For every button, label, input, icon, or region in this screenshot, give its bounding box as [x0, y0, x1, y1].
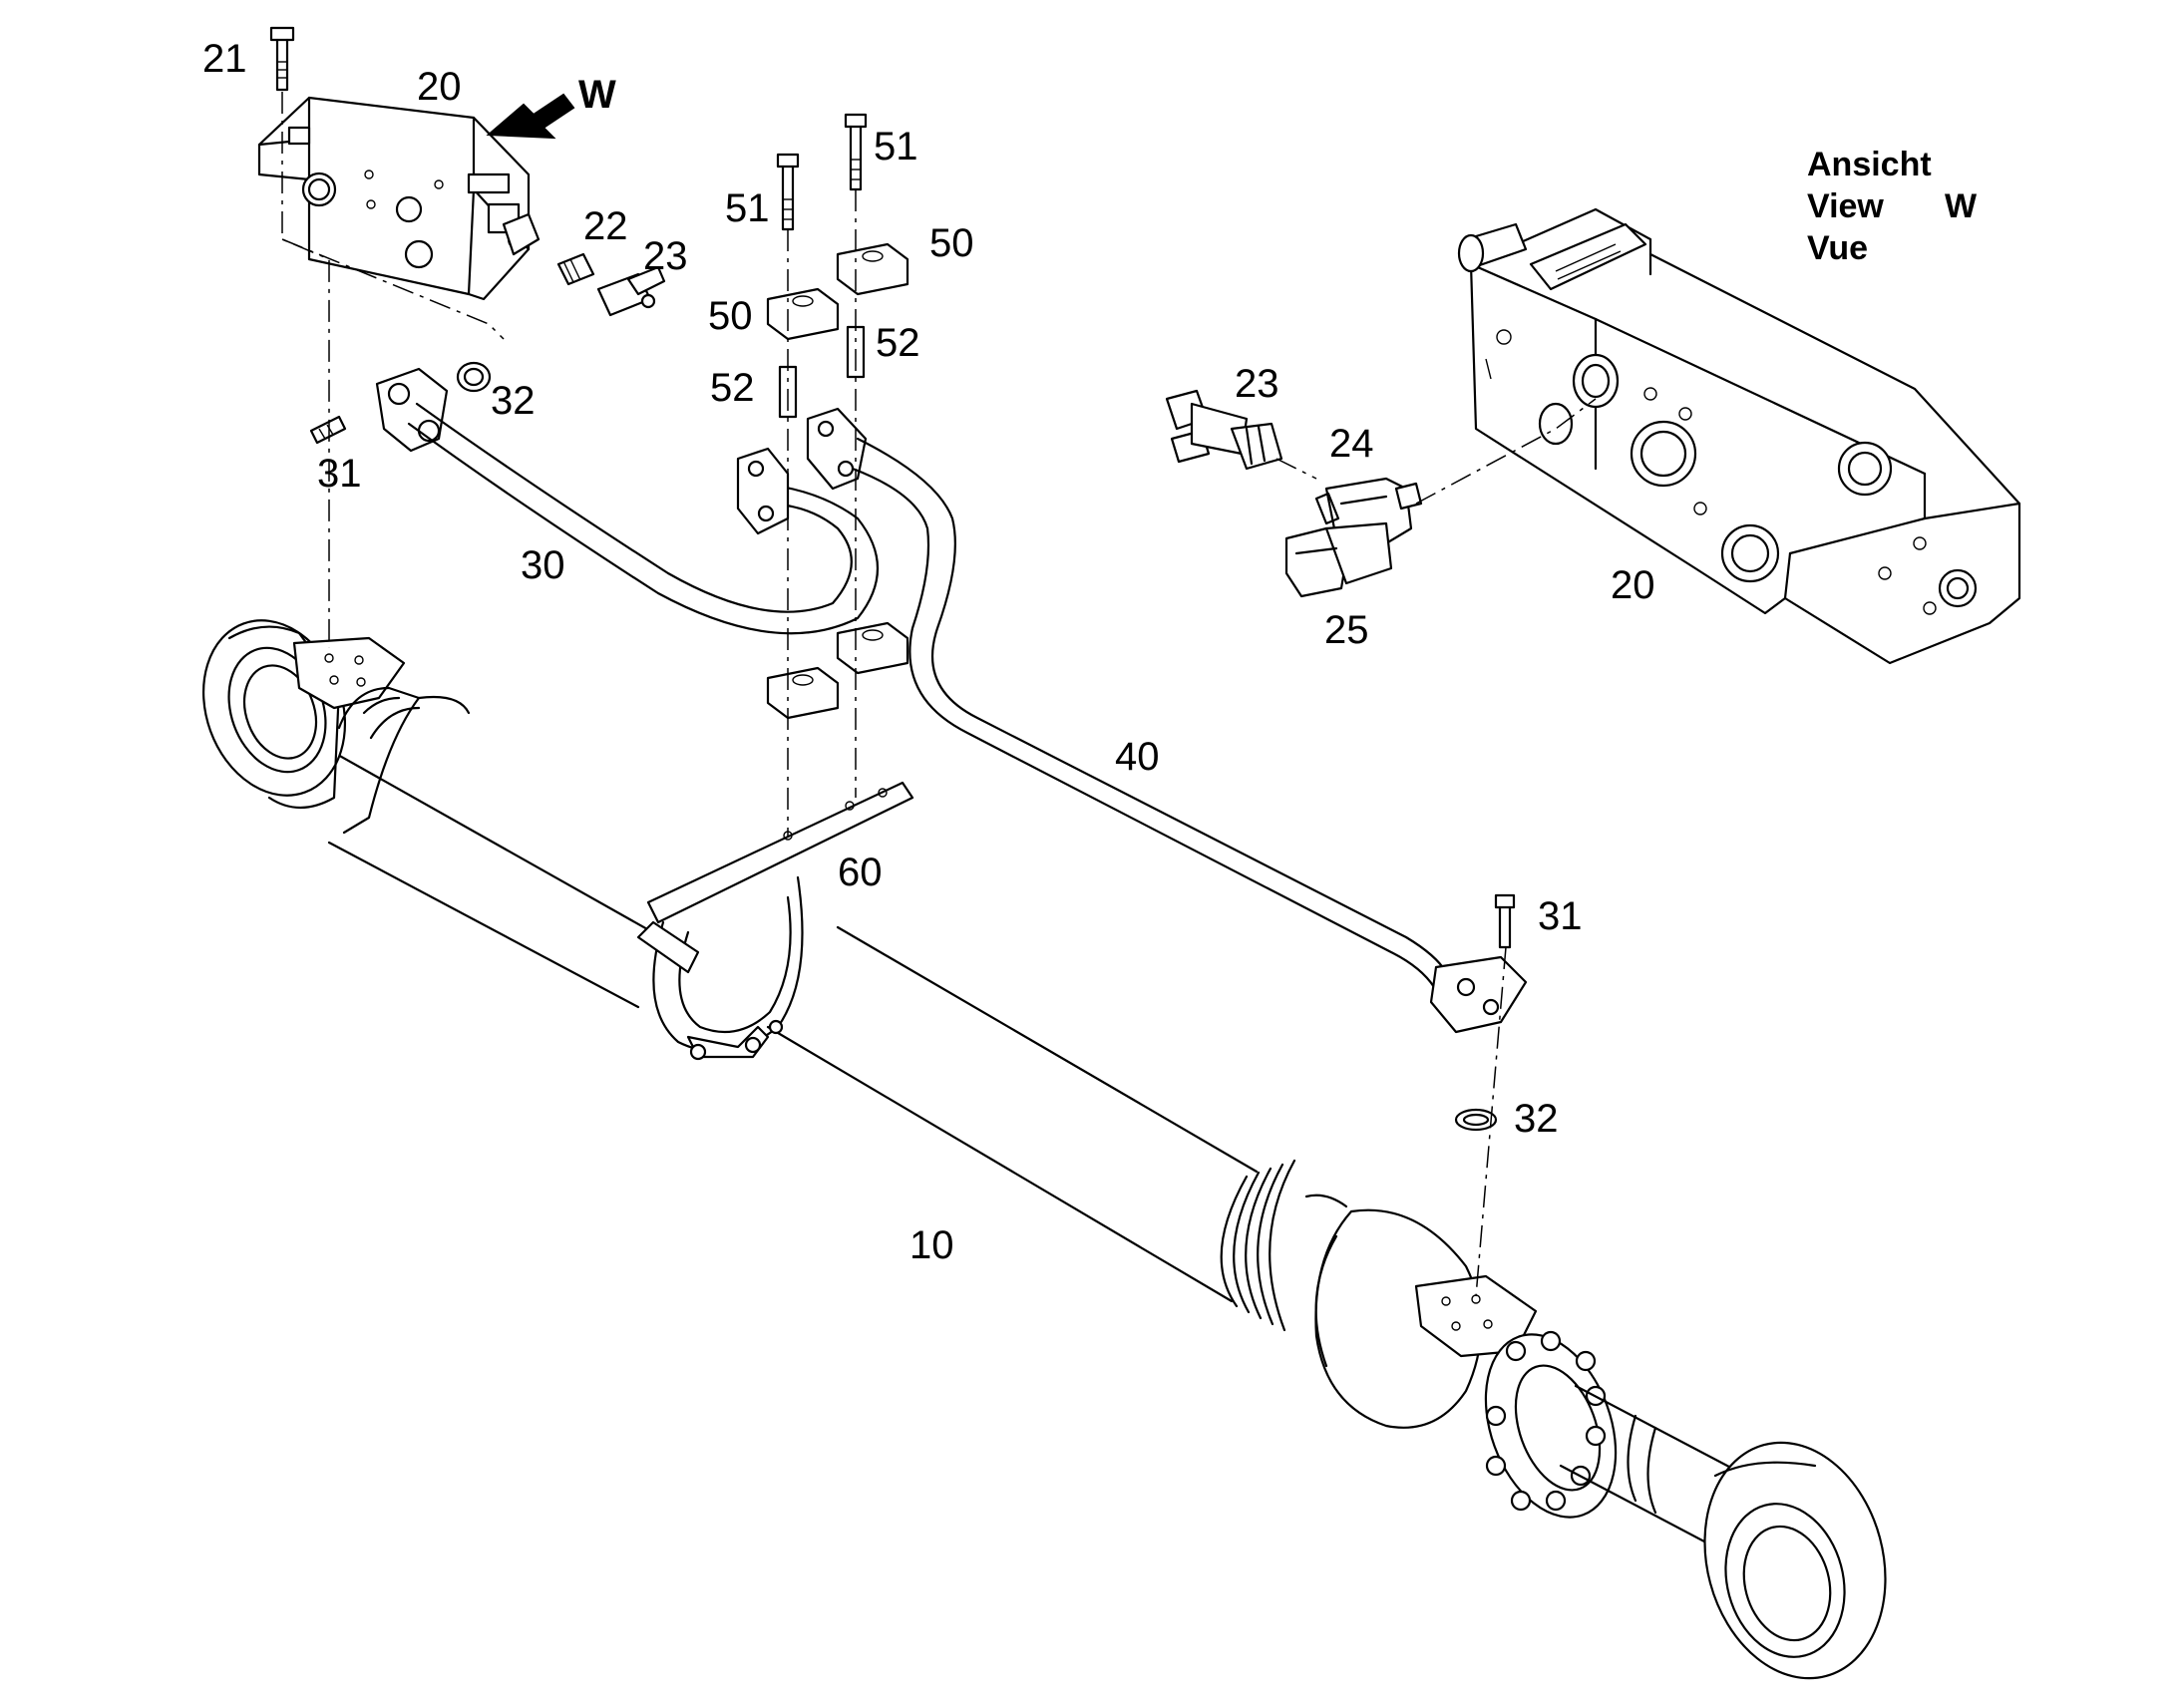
view-label-letter: W — [1945, 187, 1978, 225]
callout-32-bottom: 32 — [1514, 1097, 1559, 1141]
tee-fitting-23-view — [1165, 389, 1283, 471]
callout-51-left: 51 — [725, 186, 770, 230]
seal-32-bottom — [1454, 1108, 1498, 1132]
callout-50-right: 50 — [929, 221, 974, 265]
callout-31-top: 31 — [317, 452, 362, 496]
callout-23-top: 23 — [643, 234, 688, 278]
fitting-22 — [556, 252, 595, 286]
seal-32-top — [456, 361, 492, 393]
bolts-51 — [776, 113, 868, 231]
view-w-label: Ansicht View W Vue — [1807, 146, 1978, 267]
view-arrow-letter: W — [578, 73, 616, 117]
tee-fitting-23-top — [596, 265, 666, 317]
view-label-view: View — [1807, 187, 1884, 225]
pins-52 — [778, 325, 866, 419]
pipe-30 — [375, 367, 879, 635]
callout-22: 22 — [583, 204, 628, 248]
callout-51-right: 51 — [874, 125, 918, 169]
callout-20-top: 20 — [417, 65, 462, 109]
callout-10: 10 — [909, 1223, 954, 1267]
callout-25: 25 — [1324, 608, 1369, 652]
hydraulic-cylinder — [201, 619, 1887, 1680]
callout-24: 24 — [1329, 422, 1374, 466]
view-label-vue: Vue — [1807, 229, 1868, 267]
callout-60: 60 — [838, 851, 883, 894]
callout-30: 30 — [521, 543, 565, 587]
clamp-bracket — [636, 781, 914, 1061]
callout-23-view: 23 — [1235, 362, 1279, 406]
view-label-ansicht: Ansicht — [1807, 146, 1932, 183]
view-arrow-w — [486, 93, 575, 140]
pipe-40 — [806, 407, 1528, 1034]
callout-20-view: 20 — [1611, 563, 1655, 607]
valve-block-view — [1457, 207, 2021, 665]
callout-labels: 21 20 22 23 32 31 30 51 51 50 50 52 52 2… — [202, 37, 1655, 1267]
screw-31-top — [309, 415, 347, 445]
assembly-centre-lines — [281, 92, 1597, 1297]
screw-31-bottom — [1494, 893, 1516, 949]
fitting-25 — [1284, 521, 1393, 598]
callout-32-top: 32 — [491, 379, 536, 423]
callout-21: 21 — [202, 37, 247, 81]
valve-block-small — [257, 96, 541, 301]
callout-31-bottom: 31 — [1538, 894, 1583, 938]
callout-50-left: 50 — [708, 294, 753, 338]
callout-52-right: 52 — [876, 321, 920, 365]
callout-52-left: 52 — [710, 366, 755, 410]
callout-40: 40 — [1115, 735, 1160, 779]
bolt-21 — [269, 26, 295, 92]
